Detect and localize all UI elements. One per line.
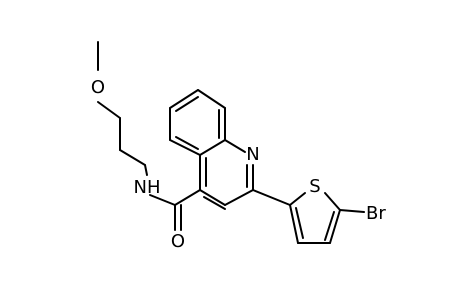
bond-c8-c7 [197, 89, 226, 109]
bond-nh-carbonyl [149, 194, 176, 206]
bond-th-c3-c2 [289, 204, 299, 244]
atom-ring-nitrogen: N [246, 144, 259, 165]
atom-labels: O NH O N S Br [91, 77, 386, 252]
atom-thiophene-sulfur: S [309, 176, 320, 197]
bond-carbonyl-c4 [174, 189, 201, 206]
bond-ch2-nh [144, 164, 148, 176]
bond-c5-c4a [169, 139, 201, 156]
atom-carbonyl-oxygen: O [171, 231, 185, 252]
bond-c4-c3 [199, 189, 226, 206]
bond-c3-c2 [224, 189, 254, 206]
bond-th-c5-c4 [329, 209, 341, 244]
bond-n1-c8a [224, 139, 246, 153]
bond-c7-c6-inner [175, 96, 199, 112]
atom-bromine: Br [366, 203, 386, 224]
bond-o-ch2 [97, 101, 121, 119]
atom-methoxy-oxygen: O [91, 77, 105, 98]
bond-c7-c6 [169, 89, 199, 109]
bond-ch2-ch2-b [119, 149, 146, 166]
bond-c5-c4a-inner [175, 136, 199, 150]
bond-c4-c3-inner [203, 196, 226, 210]
bond-c2-thiophene [252, 189, 291, 206]
atom-amide-nitrogen: NH [134, 177, 161, 198]
bonds [97, 41, 365, 244]
bond-th-c2-s [289, 192, 306, 206]
bond-c8a-c4a [199, 139, 226, 156]
bond-th-c3-c2-inner [295, 207, 304, 239]
bond-c5-br [339, 209, 365, 213]
bond-th-c5-c4-inner [324, 211, 335, 241]
bond-th-s-c5 [324, 192, 341, 211]
